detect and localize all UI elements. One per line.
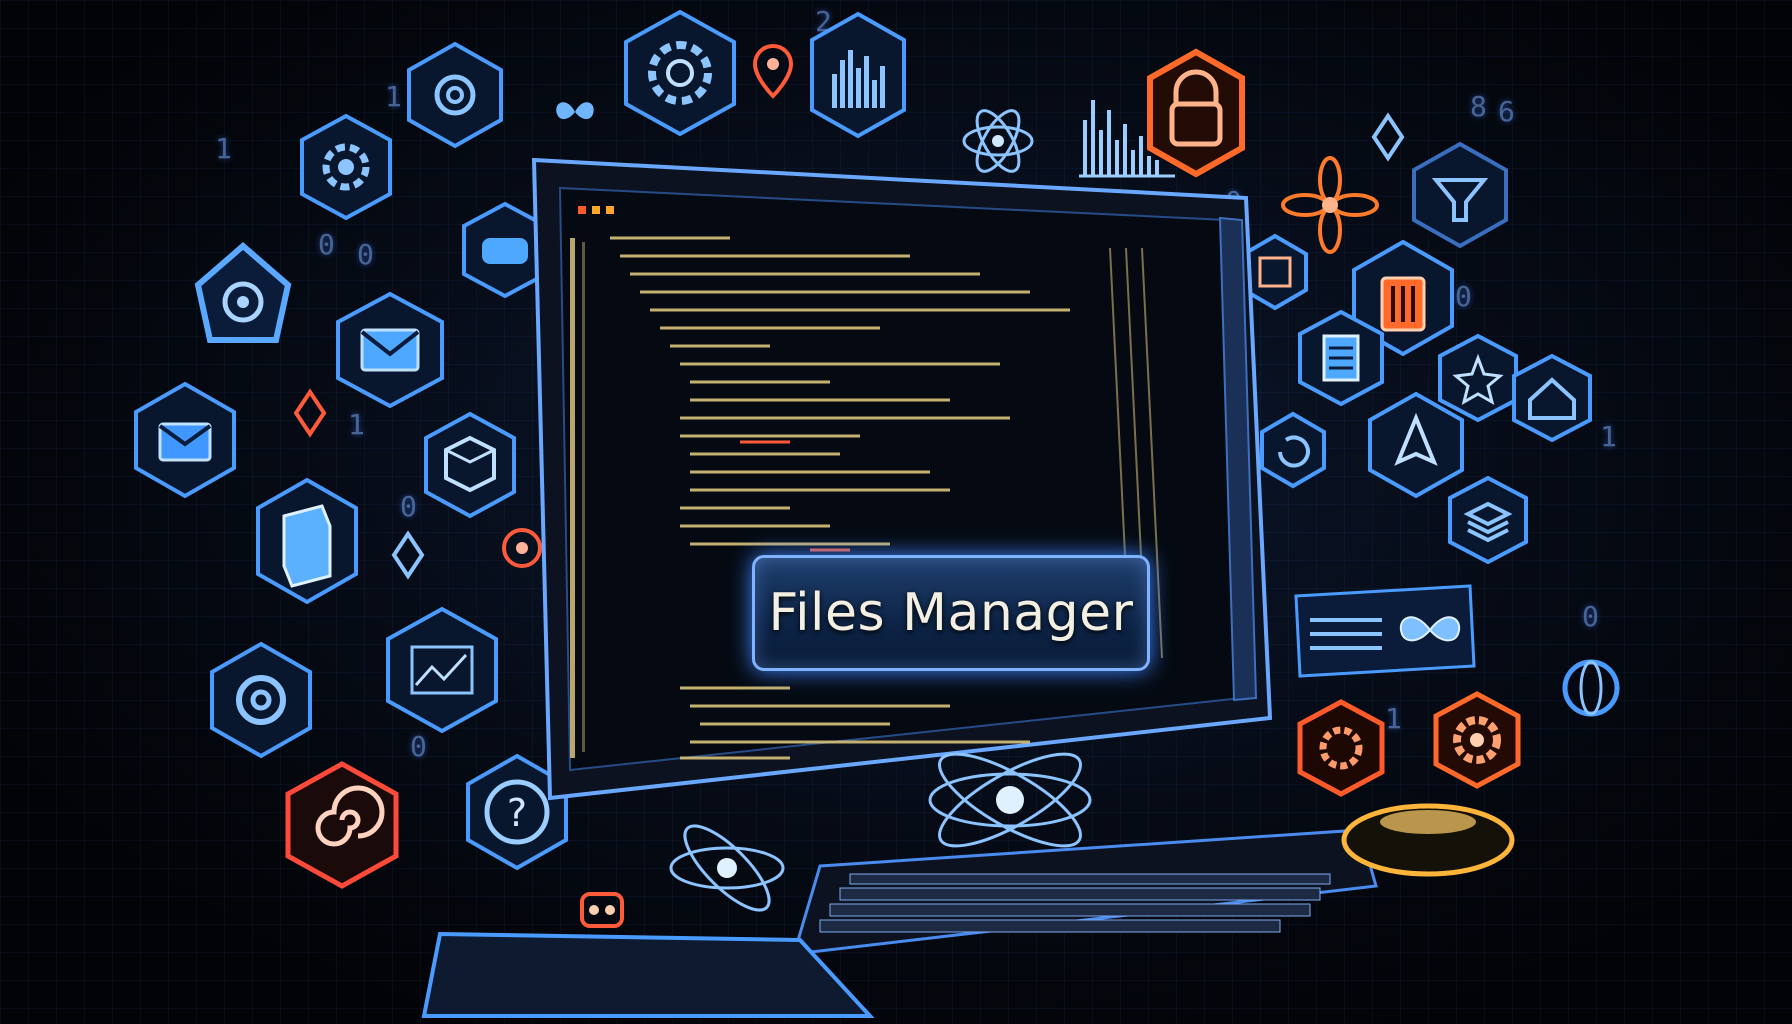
atom-icon	[958, 96, 1038, 186]
binary-digit: 1	[215, 132, 232, 165]
question-icon: ?	[462, 752, 572, 872]
pin-icon	[748, 42, 798, 102]
folder-icon	[252, 476, 362, 606]
flower-icon	[1280, 150, 1380, 260]
mail-icon	[330, 290, 450, 410]
mouse	[1338, 800, 1518, 884]
tablet	[420, 930, 880, 1024]
bar-chart-icon	[1075, 80, 1185, 180]
layers-icon	[1446, 474, 1530, 566]
atom-icon	[920, 740, 1100, 860]
binary-digit: 0	[410, 730, 427, 763]
mail-icon	[130, 380, 240, 500]
binary-digit: 1	[348, 408, 365, 441]
globe-icon	[1556, 648, 1626, 728]
butterfly-icon	[550, 92, 600, 132]
binary-digit: 0	[400, 490, 417, 523]
diamond-icon	[1370, 112, 1406, 162]
gear-icon	[296, 112, 396, 222]
document-icon	[1296, 308, 1386, 408]
gear-icon	[620, 8, 740, 138]
code-lines	[610, 236, 1070, 760]
keyboard	[790, 826, 1380, 960]
atom-icon	[662, 818, 792, 918]
tag-icon	[500, 520, 544, 578]
eye-icon	[188, 240, 298, 350]
refresh-icon	[1258, 410, 1328, 490]
binary-digit: 1	[1385, 702, 1402, 735]
house-icon	[1510, 352, 1594, 444]
cube-icon	[420, 410, 520, 520]
binary-digit: 0	[1455, 280, 1472, 313]
trash-icon	[1348, 238, 1458, 358]
butterfly-panel	[1290, 576, 1480, 686]
binary-digit: 1	[1600, 420, 1617, 453]
sun-gear-icon	[1296, 698, 1386, 798]
binary-digit: 0	[318, 228, 335, 261]
files-manager-title: Files Manager	[752, 555, 1150, 671]
bar-chart-icon	[808, 10, 908, 140]
at-sign-icon	[206, 640, 316, 760]
robot-icon	[572, 880, 632, 940]
binary-digit: 8	[1470, 90, 1487, 123]
diamond-icon	[390, 530, 426, 580]
binary-digit: 0	[357, 238, 374, 271]
funnel-icon	[1410, 140, 1510, 250]
sun-gear-icon	[1432, 690, 1522, 790]
diamond-icon	[290, 388, 330, 438]
spiral-icon	[282, 760, 402, 890]
binary-digit: 1	[385, 80, 402, 113]
lock-icon	[1146, 48, 1246, 178]
binary-digit: 0	[1582, 600, 1599, 633]
binary-digit: 6	[1498, 95, 1515, 128]
chart-window-icon	[382, 605, 502, 735]
star-icon	[1436, 332, 1520, 424]
pen-icon	[1366, 390, 1466, 500]
computer-monitor	[530, 157, 1274, 838]
svg-text:?: ?	[507, 791, 527, 835]
at-sign-icon	[400, 40, 510, 150]
